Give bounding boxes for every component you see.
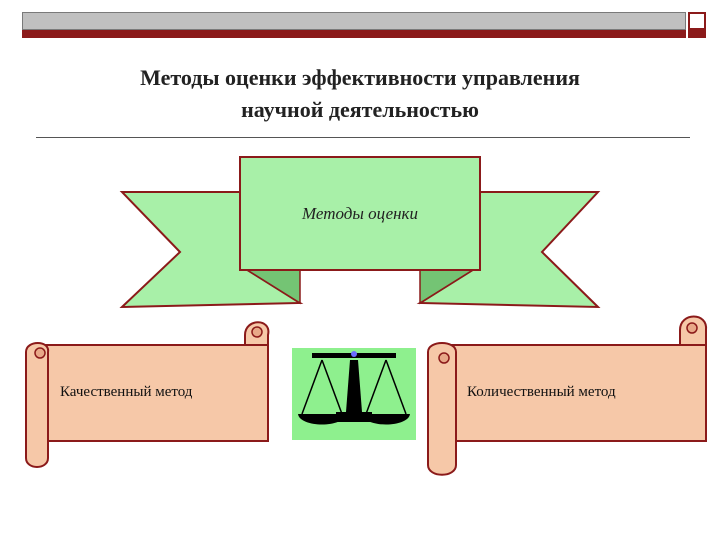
scroll-left-top-curl-inner — [251, 326, 263, 338]
corner-accent — [688, 30, 706, 38]
scroll-left-label: Качественный метод — [60, 384, 193, 400]
title-line-2: научной деятельностью — [241, 97, 479, 122]
scales-foot — [330, 418, 378, 422]
scroll-right — [427, 315, 708, 476]
scales-pillar — [346, 360, 362, 412]
scroll-left-body — [41, 344, 269, 442]
ribbon-banner — [119, 156, 601, 309]
scroll-left-side-curl-inner — [34, 347, 46, 359]
scroll-right-label: Количественный метод — [467, 384, 616, 400]
scales-right-string-1 — [365, 359, 387, 415]
page-title: Методы оценки эффективности управления н… — [40, 62, 680, 126]
scroll-left — [25, 321, 270, 468]
header-bar — [22, 12, 686, 30]
scales-left-pan — [298, 414, 346, 425]
banner-label: Методы оценки — [301, 204, 418, 223]
scales-left-string-1 — [301, 359, 323, 415]
scroll-right-side-roll — [427, 342, 457, 476]
scales-left-string-2 — [321, 359, 343, 415]
ribbon-center-panel — [239, 156, 481, 271]
scroll-left-side-roll — [25, 342, 50, 468]
scroll-right-top-curl-inner — [686, 322, 698, 334]
scroll-right-body — [451, 344, 707, 442]
title-line-1: Методы оценки эффективности управления — [140, 65, 580, 90]
scales-right-pan — [362, 414, 410, 425]
scales-icon — [292, 348, 416, 440]
header-accent-bar — [22, 30, 686, 38]
scales-right-string-2 — [385, 359, 407, 415]
corner-square — [688, 12, 706, 30]
scroll-right-side-curl-inner — [438, 352, 450, 364]
scales-pivot — [351, 351, 357, 357]
title-divider — [36, 137, 690, 138]
scales-base — [336, 412, 372, 418]
